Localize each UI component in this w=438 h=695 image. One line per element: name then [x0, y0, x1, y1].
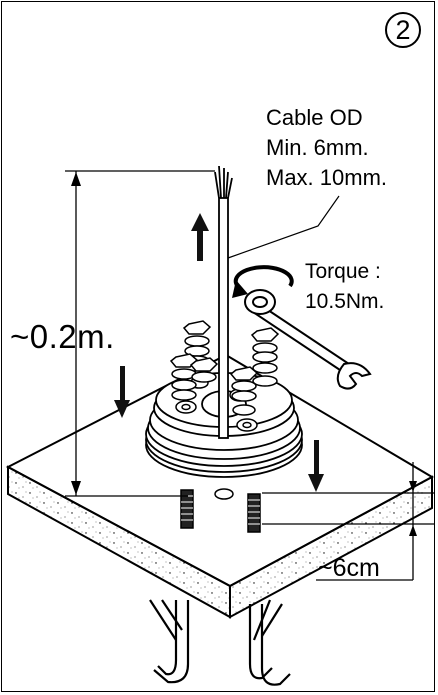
stack-back-right — [250, 327, 280, 387]
slab-right-face — [229, 475, 433, 619]
anchor-bolt-left — [153, 600, 190, 684]
torque-annotation: Torque : 10.5Nm. — [305, 257, 384, 317]
stack-center — [189, 357, 219, 383]
step-number-badge: 2 — [385, 12, 421, 48]
height-dimension — [65, 170, 215, 497]
anchor-bolts — [149, 599, 291, 686]
threaded-studs — [180, 489, 261, 533]
depth-dimension — [262, 462, 434, 581]
cable — [214, 165, 233, 439]
cable-od-leader — [227, 195, 340, 259]
anchor-bolt-right-brace — [252, 599, 283, 641]
stud-right — [247, 493, 261, 533]
stud-left — [180, 489, 194, 529]
up-arrow-icon — [191, 213, 209, 261]
stack-front-right — [229, 366, 259, 416]
cable-hole — [214, 488, 234, 500]
cable-od-title: Cable OD — [266, 105, 363, 130]
down-arrow-icon — [114, 366, 324, 492]
cable-body — [218, 197, 229, 439]
cable-od-max: Max. 10mm. — [266, 165, 388, 190]
depth-dimension-label: ~6cm — [318, 554, 380, 582]
cable-frayed-end — [214, 165, 233, 199]
torque-value: 10.5Nm. — [305, 290, 385, 313]
cable-od-annotation: Cable OD Min. 6mm. Max. 10mm. — [266, 103, 387, 193]
height-dimension-label: ~0.2m. — [10, 318, 115, 355]
wrench-icon — [244, 289, 372, 390]
torque-title: Torque : — [305, 260, 381, 283]
anchor-bolt-left-brace — [149, 599, 183, 641]
nut-washer-stacks — [169, 320, 280, 416]
cable-od-min: Min. 6mm. — [266, 135, 369, 160]
stack-front-left — [169, 353, 199, 401]
rotation-arrow-icon — [232, 265, 294, 298]
anchor-bolt-right — [248, 604, 291, 686]
